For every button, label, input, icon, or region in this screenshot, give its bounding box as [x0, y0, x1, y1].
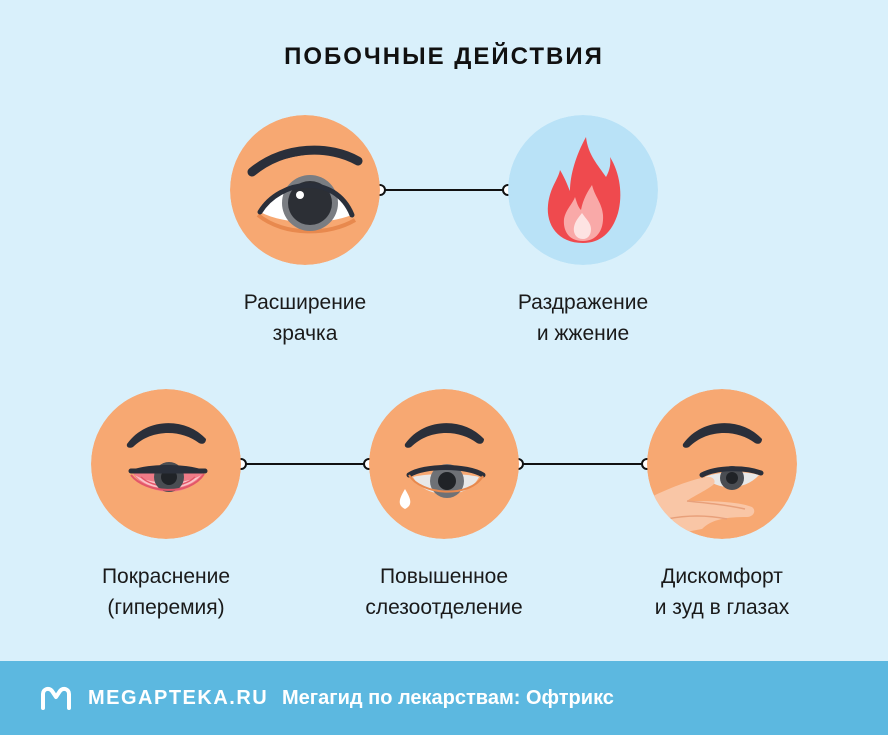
- dilated-pupil-eye-icon: [230, 115, 380, 265]
- caption-irritation: Раздражение и жжение: [517, 291, 649, 345]
- caption-redness: Покраснение (гиперемия): [101, 565, 231, 619]
- tearing-eye-icon: [369, 389, 519, 539]
- footer-caption: Мегагид по лекарствам: Офтрикс: [282, 687, 614, 709]
- eye-rubbing-icon: [647, 389, 797, 539]
- footer-bar: MEGAPTEKA.RU Мегагид по лекарствам: Офтр…: [0, 661, 888, 735]
- caption-dilated-pupil: Расширение зрачка: [243, 291, 367, 345]
- brand-name[interactable]: MEGAPTEKA.RU: [88, 687, 269, 709]
- flame-icon: [508, 115, 658, 265]
- red-eye-icon: [91, 389, 241, 539]
- page-title: ПОБОЧНЫЕ ДЕЙСТВИЯ: [284, 43, 604, 70]
- caption-discomfort: Дискомфорт и зуд в глазах: [654, 565, 790, 619]
- caption-tearing: Повышенное слезоотделение: [365, 565, 523, 619]
- megapteka-logo-icon: [41, 686, 71, 710]
